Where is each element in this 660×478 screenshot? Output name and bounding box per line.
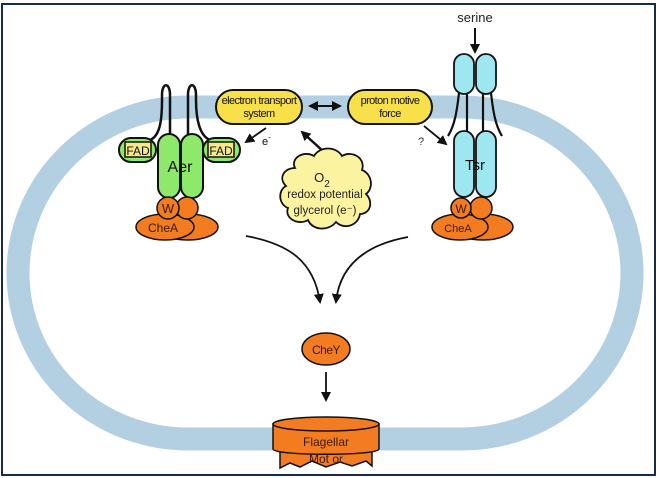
aer-label: Aer xyxy=(168,159,194,176)
proton-motive-line1: proton motive xyxy=(361,95,420,107)
proton-motive-box: proton motive force xyxy=(347,89,433,125)
question-label: ? xyxy=(418,136,424,148)
flagellar-motor: Flagellar Mot or xyxy=(272,416,380,470)
motor-label-line2: Mot or xyxy=(309,452,343,466)
tsr-tm-outer-right xyxy=(489,92,503,137)
fad-label-left: FAD xyxy=(126,144,150,158)
fad-label-right: FAD xyxy=(209,144,233,158)
tsr-cyto-left xyxy=(453,130,475,198)
tsr-chea-label: CheA xyxy=(444,223,472,235)
aer-linker-right xyxy=(186,84,211,142)
aer-linker-left xyxy=(149,84,172,142)
tsr-cyto-right xyxy=(475,130,497,198)
aer-to-chey-arrow xyxy=(245,235,324,304)
tsr-to-chey-arrow xyxy=(331,236,409,304)
aer-w xyxy=(156,196,180,220)
tsr-periplasmic-left xyxy=(453,53,475,95)
stimulus-cloud: O2 redox potential glycerol (e⁻) xyxy=(279,147,372,230)
tsr-w-label: W xyxy=(455,202,467,216)
fad-box-right xyxy=(207,141,235,158)
tsr-w xyxy=(450,197,472,219)
electron-arrow xyxy=(244,127,267,144)
tsr-label: Tsr xyxy=(465,157,485,174)
tsr-chea-complex: W CheA xyxy=(431,196,514,241)
aer-chea-label: CheA xyxy=(148,221,178,235)
motor-label-line1: Flagellar xyxy=(303,435,349,449)
tsr-receptor: serine Tsr xyxy=(447,10,503,198)
electron-transport-line1: electron transport xyxy=(222,95,297,107)
cloud-to-ets-arrow xyxy=(300,130,325,153)
cloud-redox: redox potential xyxy=(287,189,362,201)
pmf-to-tsr-arrow xyxy=(423,125,448,146)
tsr-periplasmic-right xyxy=(475,53,497,95)
chey-label: CheY xyxy=(312,343,341,357)
electron-transport-line2: system xyxy=(243,108,275,120)
electron-label: e- xyxy=(262,133,271,148)
chey: CheY xyxy=(301,332,351,366)
aer-w-label: W xyxy=(162,201,175,216)
fad-box-left xyxy=(124,141,152,158)
cloud-glycerol: glycerol (e⁻) xyxy=(294,205,357,217)
tsr-w-back xyxy=(469,196,493,220)
serine-label: serine xyxy=(457,10,492,25)
cloud-o2: O2 xyxy=(314,170,330,190)
electron-transport-box: electron transport system xyxy=(215,89,303,125)
proton-motive-line2: force xyxy=(379,108,401,120)
aer-chea-complex: W CheA xyxy=(135,196,219,241)
tsr-tm-outer-left xyxy=(447,92,461,137)
